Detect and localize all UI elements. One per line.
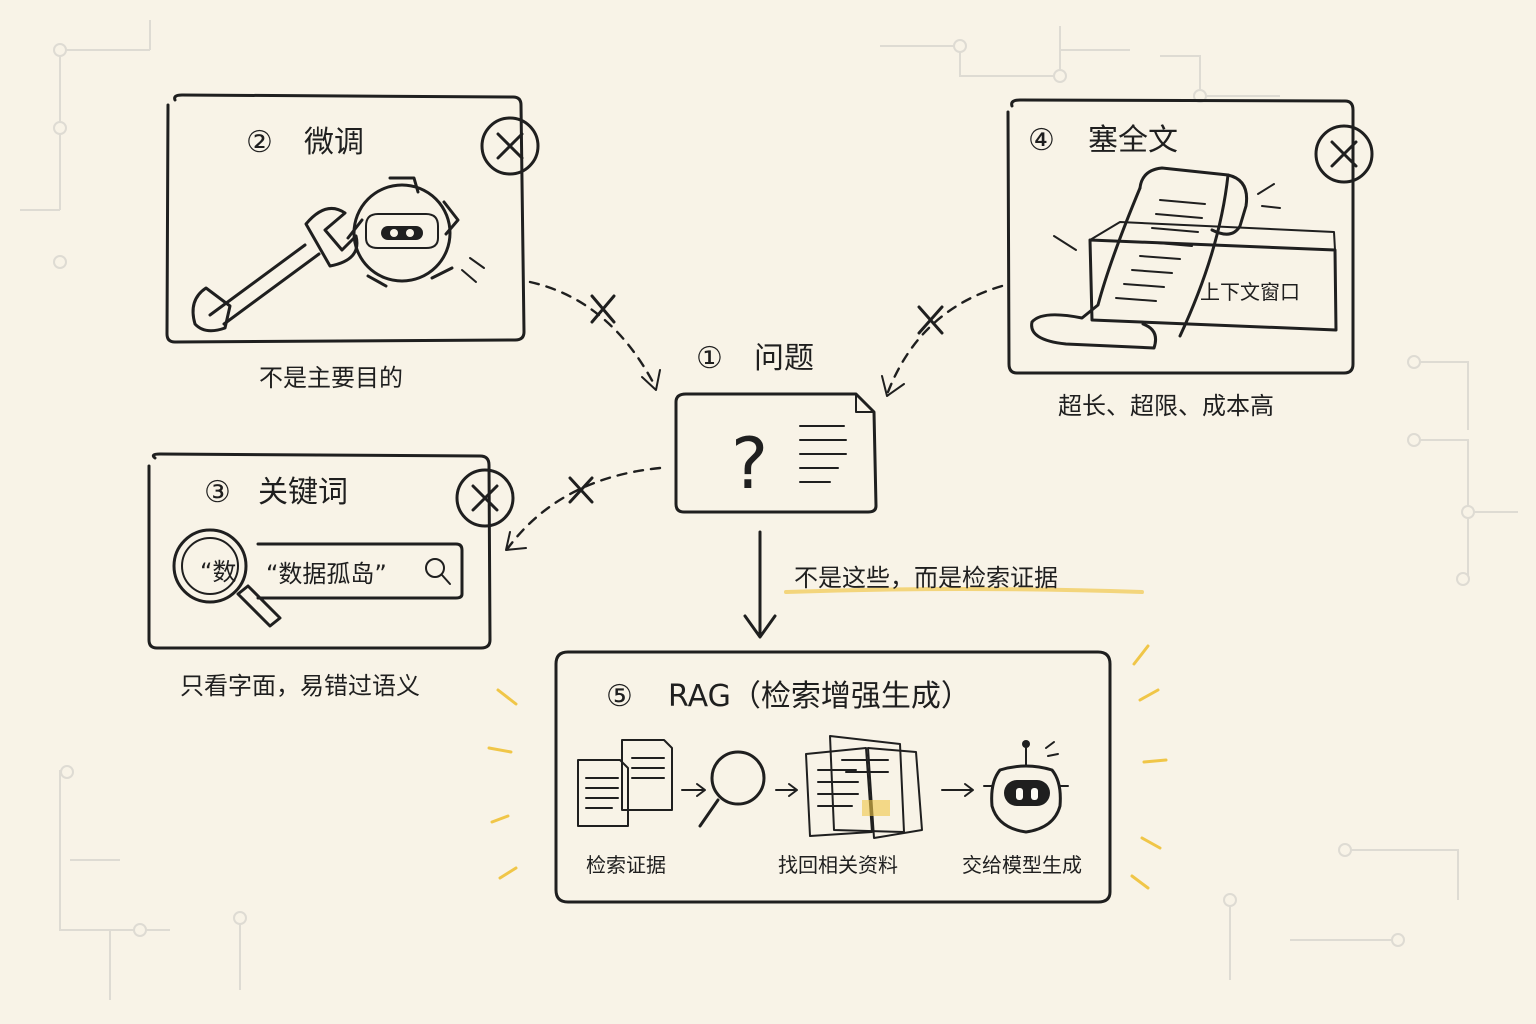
fulltext-card: ④ 塞全文 上下文窗口 超长、超限、成本高 [1006,98,1374,420]
rag-step-label: 交给模型生成 [962,853,1082,877]
fulltext-title: 塞全文 [1088,123,1178,158]
fulltext-caption: 超长、超限、成本高 [1058,392,1274,420]
rag-card: ⑤ RAG（检索增强生成） [487,644,1168,904]
rejected-arrows [505,280,1004,551]
highlight-rays [487,644,1168,890]
robot-gear-icon [346,176,485,288]
x-mark [917,305,944,335]
arrow-right-icon [681,783,706,797]
search-bar: “数据孤岛” [256,542,464,600]
question-mark-icon: ? [731,423,768,505]
keyword-card: ③ 关键词 “数据孤岛” “数 只看字面，易错过语义 [147,452,515,700]
wrench-icon [191,206,359,333]
arrow-right-icon [775,783,798,797]
arrow-keyword [506,466,662,550]
rag-title: RAG（检索增强生成） [668,679,971,714]
problem-title: 问题 [754,341,814,376]
retrieved-documents-icon [805,735,923,839]
keyword-search-text: “数据孤岛” [266,560,387,588]
finetune-caption: 不是主要目的 [259,364,403,392]
context-window-box-icon: 上下文窗口 [1088,221,1338,332]
context-window-label: 上下文窗口 [1200,280,1300,304]
close-x-icon [1314,124,1374,184]
documents-icon [577,739,673,827]
search-icon [425,558,451,585]
magnifier-icon: “数 [172,528,282,628]
fulltext-number: ④ [1028,123,1055,158]
finetune-number: ② [246,125,273,160]
x-mark [568,476,594,504]
finetune-card: ② 微调 不是主要目的 [165,93,540,392]
arrow-right-icon [941,783,974,797]
main-arrow: 不是这些，而是检索证据 [743,530,1144,639]
keyword-number: ③ [204,475,231,510]
text-lines-icon [799,425,847,483]
problem-number: ① [696,341,723,376]
keyword-caption: 只看字面，易错过语义 [180,672,420,700]
magnifier-search-prefix: “数 [200,558,236,586]
keyword-title: 关键词 [258,475,348,510]
rag-number: ⑤ [606,679,633,714]
close-x-icon [480,116,540,176]
search-icon [698,750,766,828]
finetune-title: 微调 [304,125,364,160]
scroll-icon [1030,166,1281,350]
rag-step-label: 检索证据 [586,853,666,877]
x-mark [590,294,616,324]
close-x-icon [455,468,515,528]
main-arrow-label: 不是这些，而是检索证据 [794,564,1058,592]
robot-icon [983,740,1069,834]
circuit-decoration [20,20,1518,1000]
arrow-finetune [528,280,657,388]
arrow-fulltext [886,284,1004,394]
problem-card: ① 问题 ? [674,341,878,514]
rag-step-label: 找回相关资料 [778,853,898,877]
